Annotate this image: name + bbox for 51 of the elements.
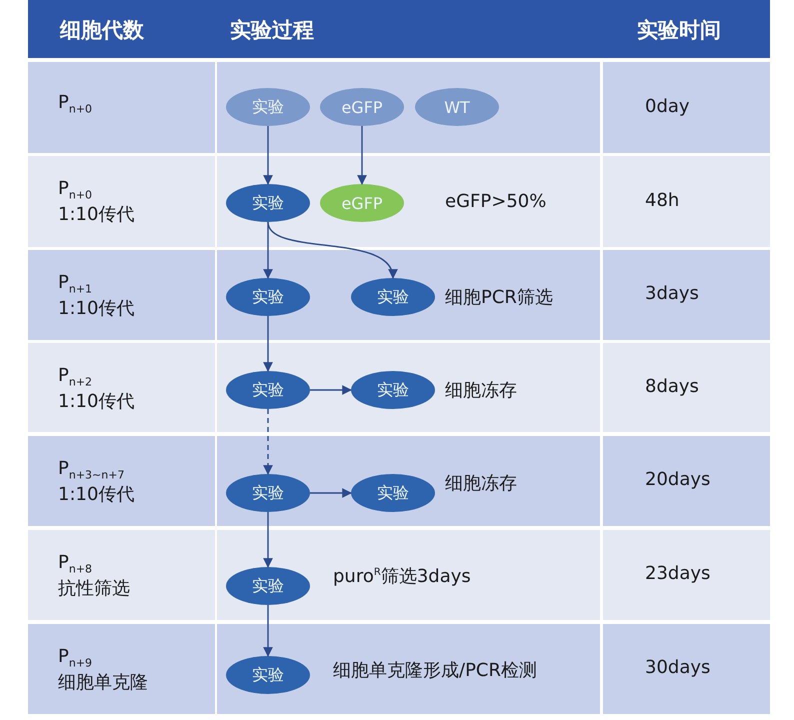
step-label: 1:10传代 <box>58 484 134 506</box>
node-text: 实验 <box>252 664 284 686</box>
note-text: puro$^{R}$筛选3days <box>333 565 471 588</box>
step-label: 抗性筛选 <box>58 578 130 600</box>
time-label: 3days <box>645 283 699 305</box>
node-text: WT <box>444 98 470 116</box>
node-text: 实验 <box>377 286 409 308</box>
node-text: 实验 <box>377 482 409 504</box>
column-header: 实验过程 <box>230 17 314 44</box>
note-text: 细胞冻存 <box>445 379 517 402</box>
node-text: eGFP <box>341 194 383 212</box>
arrow <box>267 222 396 279</box>
note-text: 细胞PCR筛选 <box>445 286 553 309</box>
passage-label: P$_{n+1}$ <box>58 272 92 298</box>
passage-label: P$_{n+0}$ <box>58 92 92 118</box>
node-text: 实验 <box>252 286 284 308</box>
node-text: 实验 <box>252 192 284 214</box>
time-label: 0day <box>645 96 690 118</box>
time-label: 30days <box>645 657 710 679</box>
note-text: eGFP>50% <box>445 191 546 212</box>
passage-label: P$_{n+3~n+7}$ <box>58 458 124 484</box>
node-text: 实验 <box>252 482 284 504</box>
step-label: 细胞单克隆 <box>58 672 148 694</box>
node-text: 实验 <box>377 380 409 400</box>
arrow <box>263 316 273 372</box>
arrow <box>357 126 367 185</box>
column-header: 实验时间 <box>637 17 721 44</box>
arrow <box>310 385 352 395</box>
passage-label: P$_{n+2}$ <box>58 365 92 391</box>
passage-label: P$_{n+8}$ <box>58 552 92 578</box>
arrow <box>263 409 273 475</box>
step-label: 1:10传代 <box>58 391 134 413</box>
time-label: 20days <box>645 469 710 491</box>
node-text: 实验 <box>252 576 284 596</box>
arrow <box>263 605 273 657</box>
node-text: 实验 <box>252 380 284 400</box>
time-label: 8days <box>645 376 699 398</box>
passage-label: P$_{n+0}$ <box>58 178 92 204</box>
node-text: eGFP <box>341 98 383 116</box>
column-header: 细胞代数 <box>60 17 144 44</box>
note-text: 细胞单克隆形成/PCR检测 <box>333 659 537 682</box>
node-text: 实验 <box>252 96 284 118</box>
time-label: 48h <box>645 190 680 212</box>
time-label: 23days <box>645 563 710 585</box>
passage-label: P$_{n+9}$ <box>58 646 92 672</box>
step-label: 1:10传代 <box>58 204 134 226</box>
arrow <box>263 126 273 185</box>
note-text: 细胞冻存 <box>445 472 517 495</box>
arrow <box>263 512 273 568</box>
arrow <box>310 488 352 498</box>
step-label: 1:10传代 <box>58 298 134 320</box>
